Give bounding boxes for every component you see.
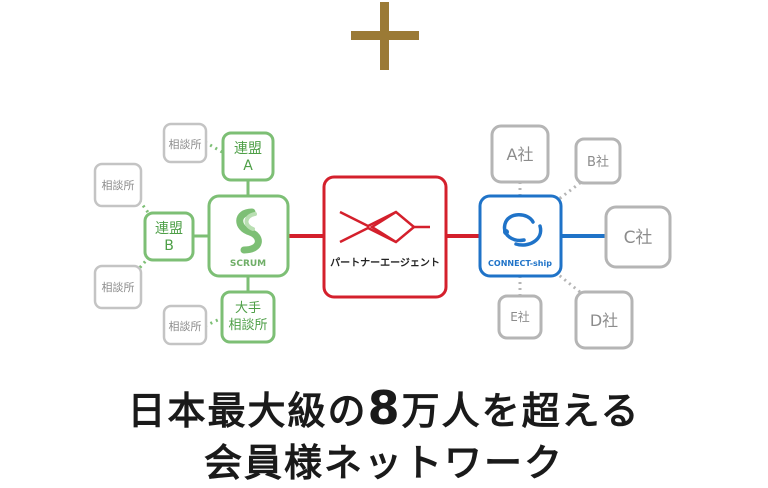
dotted-links-gray: [518, 181, 581, 296]
company-b-label: B社: [587, 154, 609, 170]
company-e-label: E社: [510, 309, 530, 324]
partner-agent-hub: パートナーエージェント: [322, 175, 448, 299]
sodanjo-label: 相談所: [102, 178, 135, 192]
company-a-node: A社: [490, 124, 550, 184]
connect-ship-hub: CONNECT-ship: [478, 194, 563, 278]
connect-ship-brand-label: CONNECT-ship: [488, 259, 552, 268]
headline-line-1: 日本最大級の8万人を超える: [0, 380, 768, 435]
sodanjo-node-bottom: 相談所: [162, 304, 208, 346]
sodanjo-node-left-bottom: 相談所: [93, 264, 143, 310]
headline-line-1-post: 万人を超える: [401, 389, 641, 433]
scrum-hub: SCRUM: [207, 194, 290, 278]
sodanjo-label: 相談所: [169, 319, 202, 333]
sodanjo-label: 相談所: [102, 280, 135, 294]
ote-sodanjo-node: 大手相談所: [220, 290, 276, 344]
dotted-links-green: [134, 140, 223, 328]
scrum-connectors: [193, 180, 250, 292]
company-d-node: D社: [574, 290, 634, 350]
ote-sodanjo-label: 大手相談所: [228, 301, 267, 333]
company-c-label: C社: [624, 228, 653, 248]
company-a-label: A社: [507, 145, 534, 164]
plus-icon: [351, 2, 419, 70]
scrum-logo-icon: [236, 208, 262, 254]
sodanjo-label: 相談所: [169, 137, 202, 151]
sodanjo-node-top: 相談所: [162, 122, 208, 164]
connect-ship-logo-icon: [502, 213, 543, 247]
sodanjo-node-left-top: 相談所: [93, 162, 143, 208]
headline-line-1-pre: 日本最大級の: [127, 389, 368, 433]
company-c-node: C社: [604, 205, 672, 269]
company-e-node: E社: [497, 294, 543, 340]
scrum-brand-label: SCRUM: [230, 259, 266, 269]
headline-line-2: 会員様ネットワーク: [203, 441, 564, 485]
company-d-label: D社: [590, 311, 618, 330]
headline-number: 8: [367, 381, 402, 435]
partner-agent-logo-icon: [339, 210, 430, 244]
company-b-node: B社: [574, 137, 622, 185]
partner-agent-label: パートナーエージェント: [330, 257, 440, 269]
